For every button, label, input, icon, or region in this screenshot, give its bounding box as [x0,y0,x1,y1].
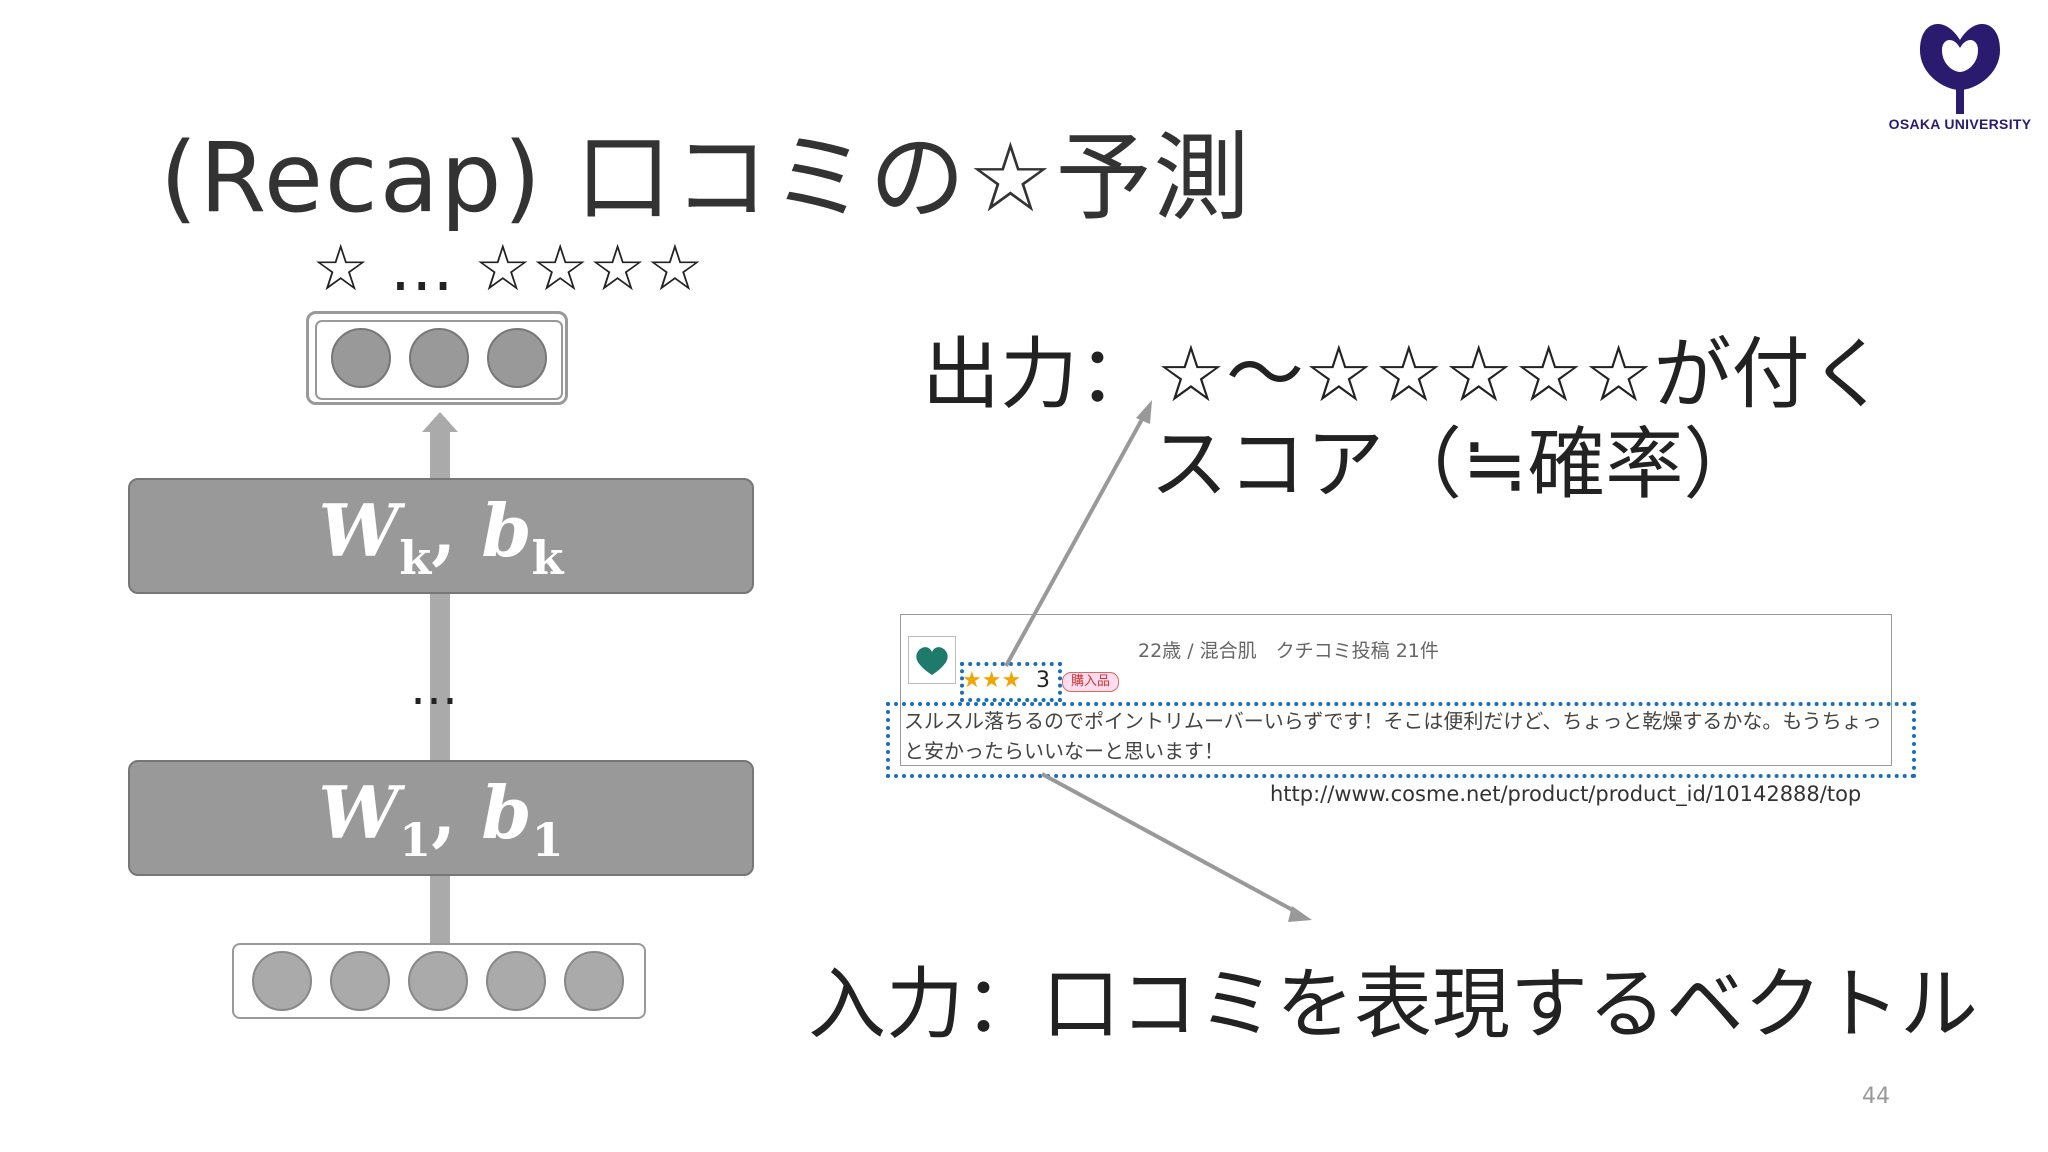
slide-title: (Recap) 口コミの☆予測 [160,122,1252,234]
input-node [486,951,546,1011]
logo-text: OSAKA UNIVERSITY [1888,116,2032,132]
input-arrowhead-icon [1288,906,1312,922]
input-arrow [1041,772,1301,916]
input-node [330,951,390,1011]
input-node [252,951,312,1011]
input-node [564,951,624,1011]
output-description-2: スコア（≒確率） [1150,420,1762,510]
layer-ellipsis: … [410,660,458,716]
input-node [408,951,468,1011]
output-stars: ☆ … ☆☆☆☆ [312,232,704,306]
source-url: http://www.cosme.net/product/product_id/… [1270,782,1862,806]
layer-1: W1, b1 [128,760,754,876]
text-highlight-box [886,702,1916,778]
layer-k-label: Wk, bk [318,487,564,585]
input-node-box [232,943,646,1019]
review-body: スルスル落ちるのでポイントリムーバーいらずです！そこは便利だけど、ちょっと乾燥す… [904,709,1882,763]
review-score: 3 [1036,668,1050,693]
layer-k: Wk, bk [128,478,754,594]
flow-arrowhead-icon [422,412,458,432]
score-arrow [1004,411,1148,667]
purchased-badge: 購入品 [1062,672,1120,692]
review-star-rating: ★★★ [962,668,1022,693]
output-node [331,328,391,388]
reviewer-avatar [908,636,956,684]
input-description: 入力：口コミを表現するベクトル [808,960,1979,1050]
layer-1-label: W1, b1 [318,769,564,867]
osaka-university-logo [1920,23,2000,114]
heart-icon [916,647,948,675]
score-arrowhead-icon [1136,400,1152,424]
star-highlight-box [960,662,1062,702]
output-description: 出力：☆～☆☆☆☆☆が付く [922,330,1888,420]
output-node [487,328,547,388]
review-meta: 22歳 / 混合肌 クチコミ投稿 21件 [1138,640,1439,662]
output-node-box [306,311,568,405]
page-number: 44 [1862,1084,1890,1109]
output-node [409,328,469,388]
